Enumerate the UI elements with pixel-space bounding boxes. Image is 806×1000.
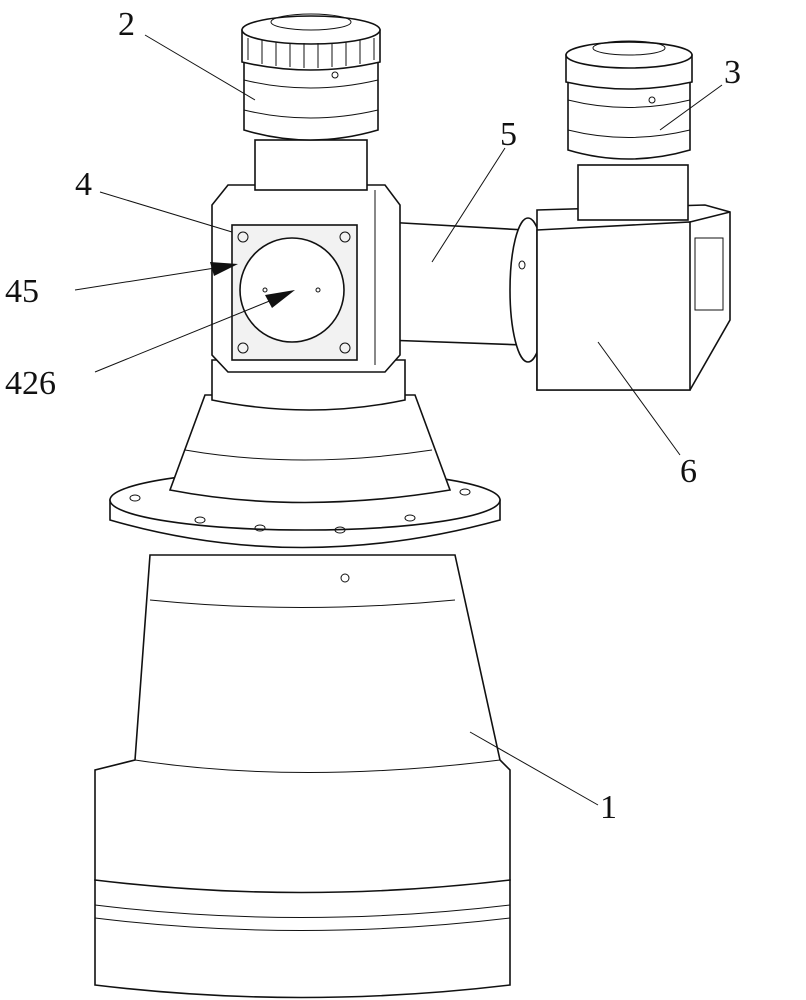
label-5: 5 [500, 116, 517, 153]
housing-block [212, 185, 400, 372]
label-426: 426 [5, 365, 56, 402]
label-45: 45 [5, 273, 39, 310]
label-4: 4 [75, 166, 92, 203]
label-6: 6 [680, 453, 697, 490]
eyepiece-left [242, 14, 380, 190]
prism-box [537, 205, 730, 390]
label-3: 3 [724, 54, 741, 91]
label-1: 1 [600, 789, 617, 826]
cone-section [170, 360, 450, 503]
main-barrel [95, 555, 510, 998]
window-426 [240, 238, 344, 342]
label-2: 2 [118, 6, 135, 43]
eyepiece-right [566, 41, 692, 220]
